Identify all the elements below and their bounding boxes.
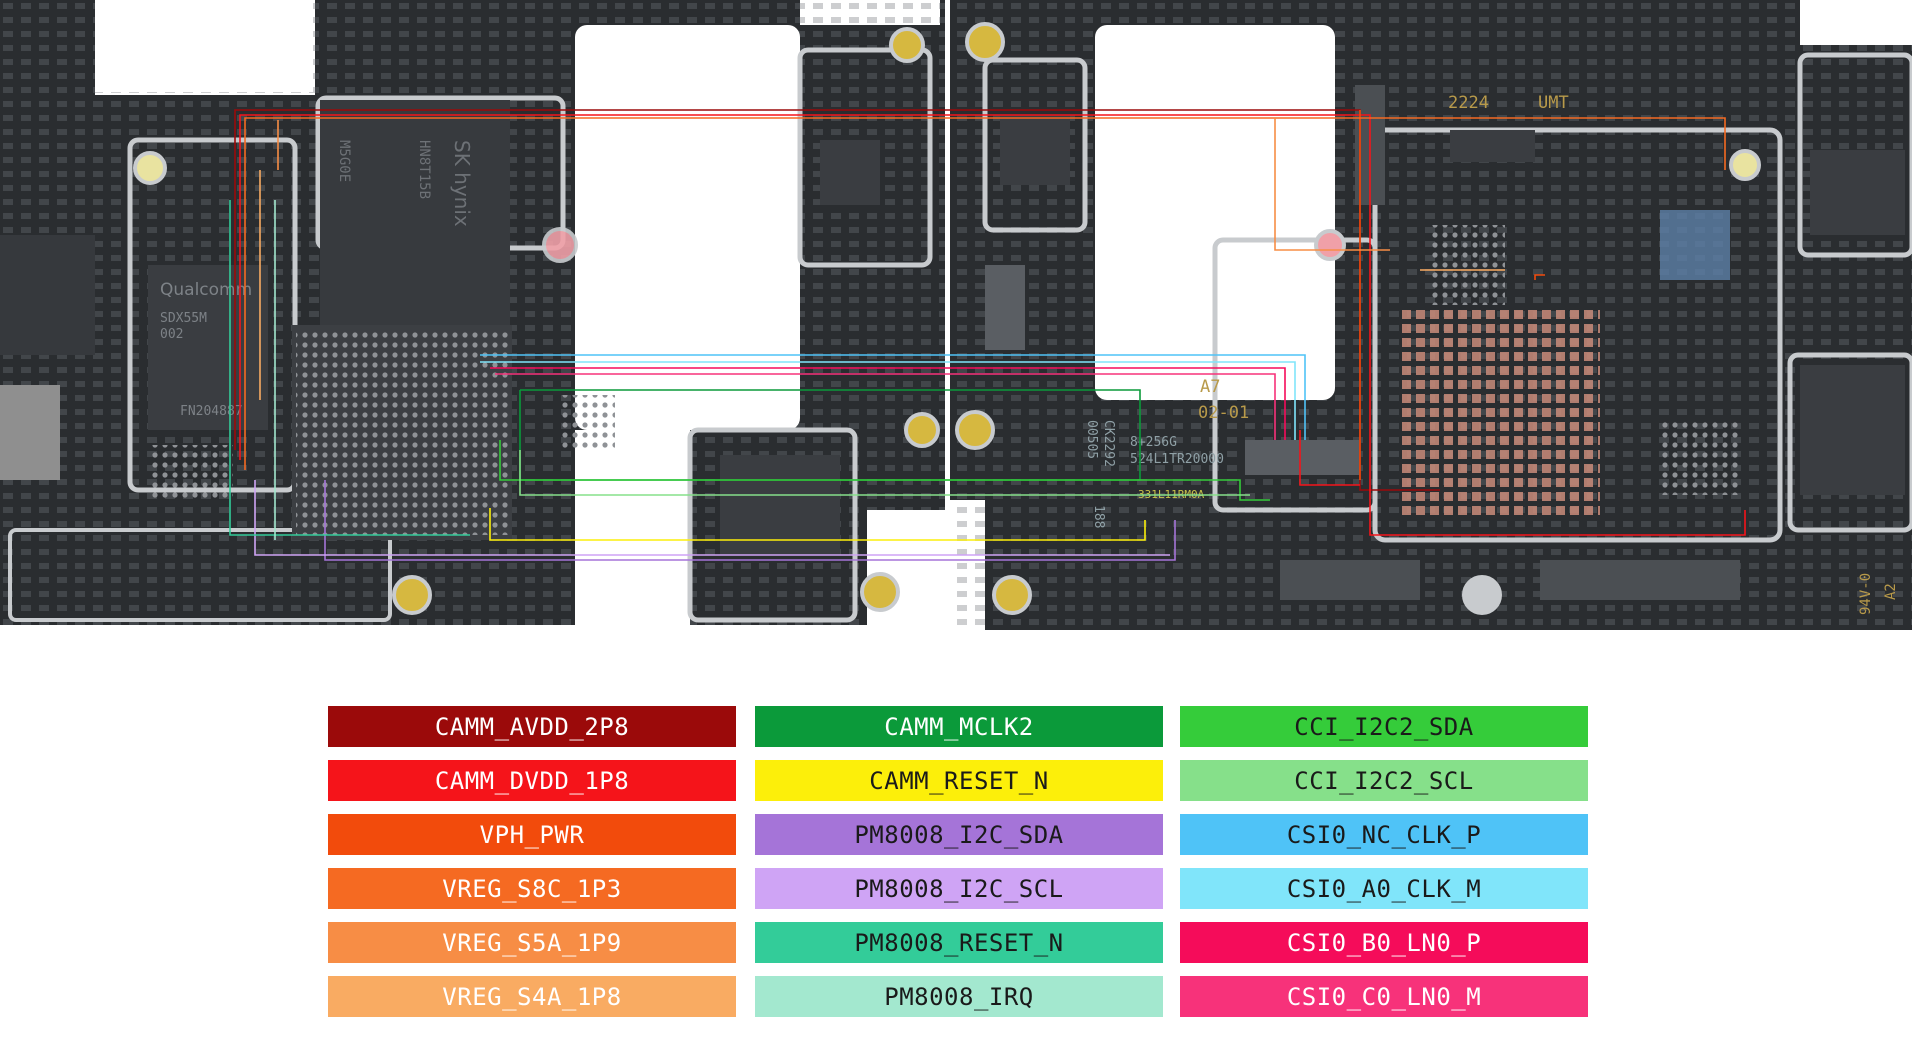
silk-005: 00505 — [1084, 420, 1099, 459]
right-board: 2224 UMT A7 02-01 8+256G 524L1TR20000 CK… — [950, 0, 1912, 630]
left-board: Qualcomm SDX55M 002 FN204887 SK hynix HN… — [0, 0, 945, 625]
trace-csi-clkp — [480, 354, 1306, 440]
trace-s5a — [277, 118, 1390, 251]
silk-a2: A2 — [1883, 583, 1899, 600]
trace-s4a — [259, 170, 1505, 400]
legend-cci-i2c2-scl: CCI_I2C2_SCL — [1180, 760, 1588, 801]
silk-umt: UMT — [1538, 93, 1569, 113]
legend-camm-avdd-2p8: CAMM_AVDD_2P8 — [328, 706, 736, 747]
qualcomm-chip-brand: Qualcomm — [160, 280, 252, 300]
pcb-board-view: Qualcomm SDX55M 002 FN204887 SK hynix HN… — [0, 0, 1912, 630]
signal-traces — [229, 109, 1746, 561]
legend-csi0-c0-ln0-m: CSI0_C0_LN0_M — [1180, 976, 1588, 1017]
legend-pm8008-i2c-sda: PM8008_I2C_SDA — [755, 814, 1163, 855]
legend-vreg-s8c-1p3: VREG_S8C_1P3 — [328, 868, 736, 909]
trace-pm-reset — [229, 200, 470, 536]
legend-csi0-nc-clk-p: CSI0_NC_CLK_P — [1180, 814, 1588, 855]
silk-02-01: 02-01 — [1198, 403, 1249, 423]
silk-94v: 94V-0 — [1858, 573, 1874, 615]
trace-pm-sda — [324, 480, 1176, 561]
memory-chip-brand: SK hynix — [450, 140, 474, 227]
silk-8-256: 8+256G — [1130, 435, 1177, 450]
legend-pm8008-irq: PM8008_IRQ — [755, 976, 1163, 1017]
qualcomm-chip-model: SDX55M — [160, 311, 207, 326]
legend-csi0-a0-clk-m: CSI0_A0_CLK_M — [1180, 868, 1588, 909]
legend-camm-mclk2: CAMM_MCLK2 — [755, 706, 1163, 747]
memory-chip-code2: M5G0E — [336, 140, 352, 182]
legend-pm8008-reset-n: PM8008_RESET_N — [755, 922, 1163, 963]
silk-188: 188 — [1091, 505, 1106, 528]
silk-a7: A7 — [1200, 377, 1220, 397]
trace-csi-ln0p — [490, 367, 1286, 440]
trace-cci-scl — [519, 450, 1250, 496]
trace-s8c — [244, 117, 1726, 470]
trace-csi-ln0m — [495, 373, 1276, 440]
legend-camm-reset-n: CAMM_RESET_N — [755, 760, 1163, 801]
silk-2224: 2224 — [1448, 93, 1489, 113]
trace-csi-clkm — [480, 361, 1296, 440]
silk-ck: CK2292 — [1101, 420, 1116, 467]
legend-vreg-s5a-1p9: VREG_S5A_1P9 — [328, 922, 736, 963]
legend-pm8008-i2c-scl: PM8008_I2C_SCL — [755, 868, 1163, 909]
qualcomm-chip-lot: FN204887 — [180, 404, 243, 419]
trace-cci-sda — [499, 440, 1270, 501]
trace-pm-scl — [254, 480, 1170, 556]
legend-csi0-b0-ln0-p: CSI0_B0_LN0_P — [1180, 922, 1588, 963]
legend-cci-i2c2-sda: CCI_I2C2_SDA — [1180, 706, 1588, 747]
legend-camm-dvdd-1p8: CAMM_DVDD_1P8 — [328, 760, 736, 801]
qualcomm-chip-rev: 002 — [160, 327, 183, 342]
trace-vph — [1359, 110, 1545, 480]
trace-camm-dvdd — [239, 114, 1746, 536]
signal-legend: CAMM_AVDD_2P8 CAMM_MCLK2 CCI_I2C2_SDA CA… — [328, 706, 1588, 1017]
legend-vph-pwr: VPH_PWR — [328, 814, 736, 855]
trace-reset — [489, 508, 1146, 541]
memory-chip-code: HN8T15B — [416, 140, 432, 199]
legend-vreg-s4a-1p8: VREG_S4A_1P8 — [328, 976, 736, 1017]
silk-524: 524L1TR20000 — [1130, 452, 1224, 467]
